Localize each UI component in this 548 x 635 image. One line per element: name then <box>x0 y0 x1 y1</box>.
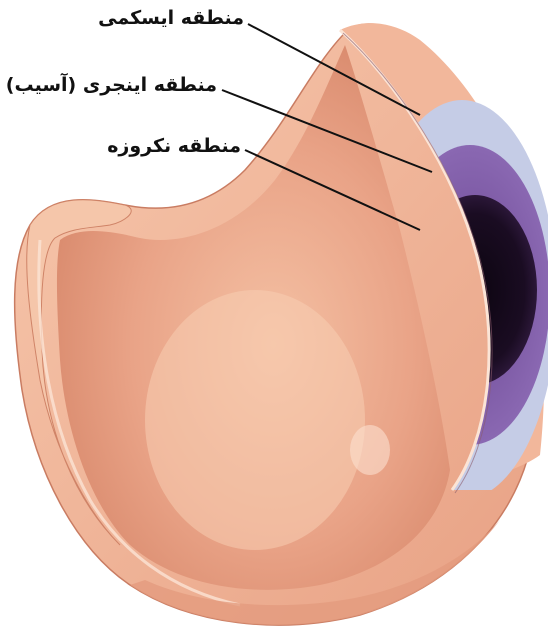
label-injury-zone: منطقه اینجری (آسیب) <box>6 76 217 95</box>
label-ischemia-zone: منطقه ایسکمی <box>98 9 244 28</box>
chamber-highlight-spot <box>350 425 390 475</box>
label-necrosis-zone: منطقه نکروزه <box>107 137 241 156</box>
chamber-highlight <box>145 290 365 550</box>
